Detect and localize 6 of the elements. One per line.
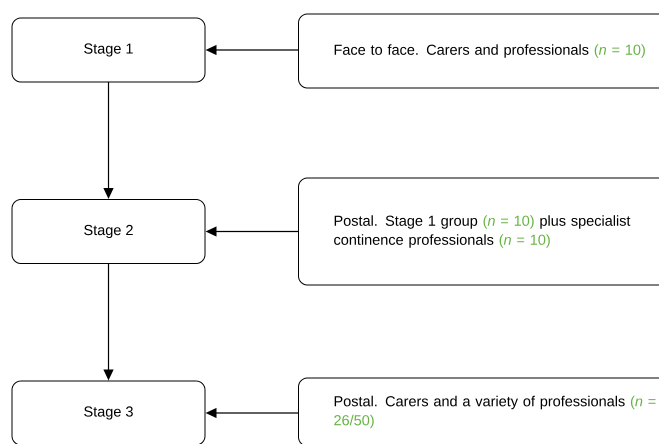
note-box: Face to face. Carers and professionals (n = 10) xyxy=(298,14,659,88)
stage-box: Stage 1 xyxy=(12,18,206,82)
stage-box: Stage 3 xyxy=(12,380,206,444)
stage-box: Stage 2 xyxy=(12,199,206,264)
note-box: Postal. Stage 1 group (n = 10) plus specialist continence professionals (n = 10) xyxy=(298,178,659,286)
note-box: Postal. Carers and a variety of professionals (n = 26/50) xyxy=(298,377,659,444)
